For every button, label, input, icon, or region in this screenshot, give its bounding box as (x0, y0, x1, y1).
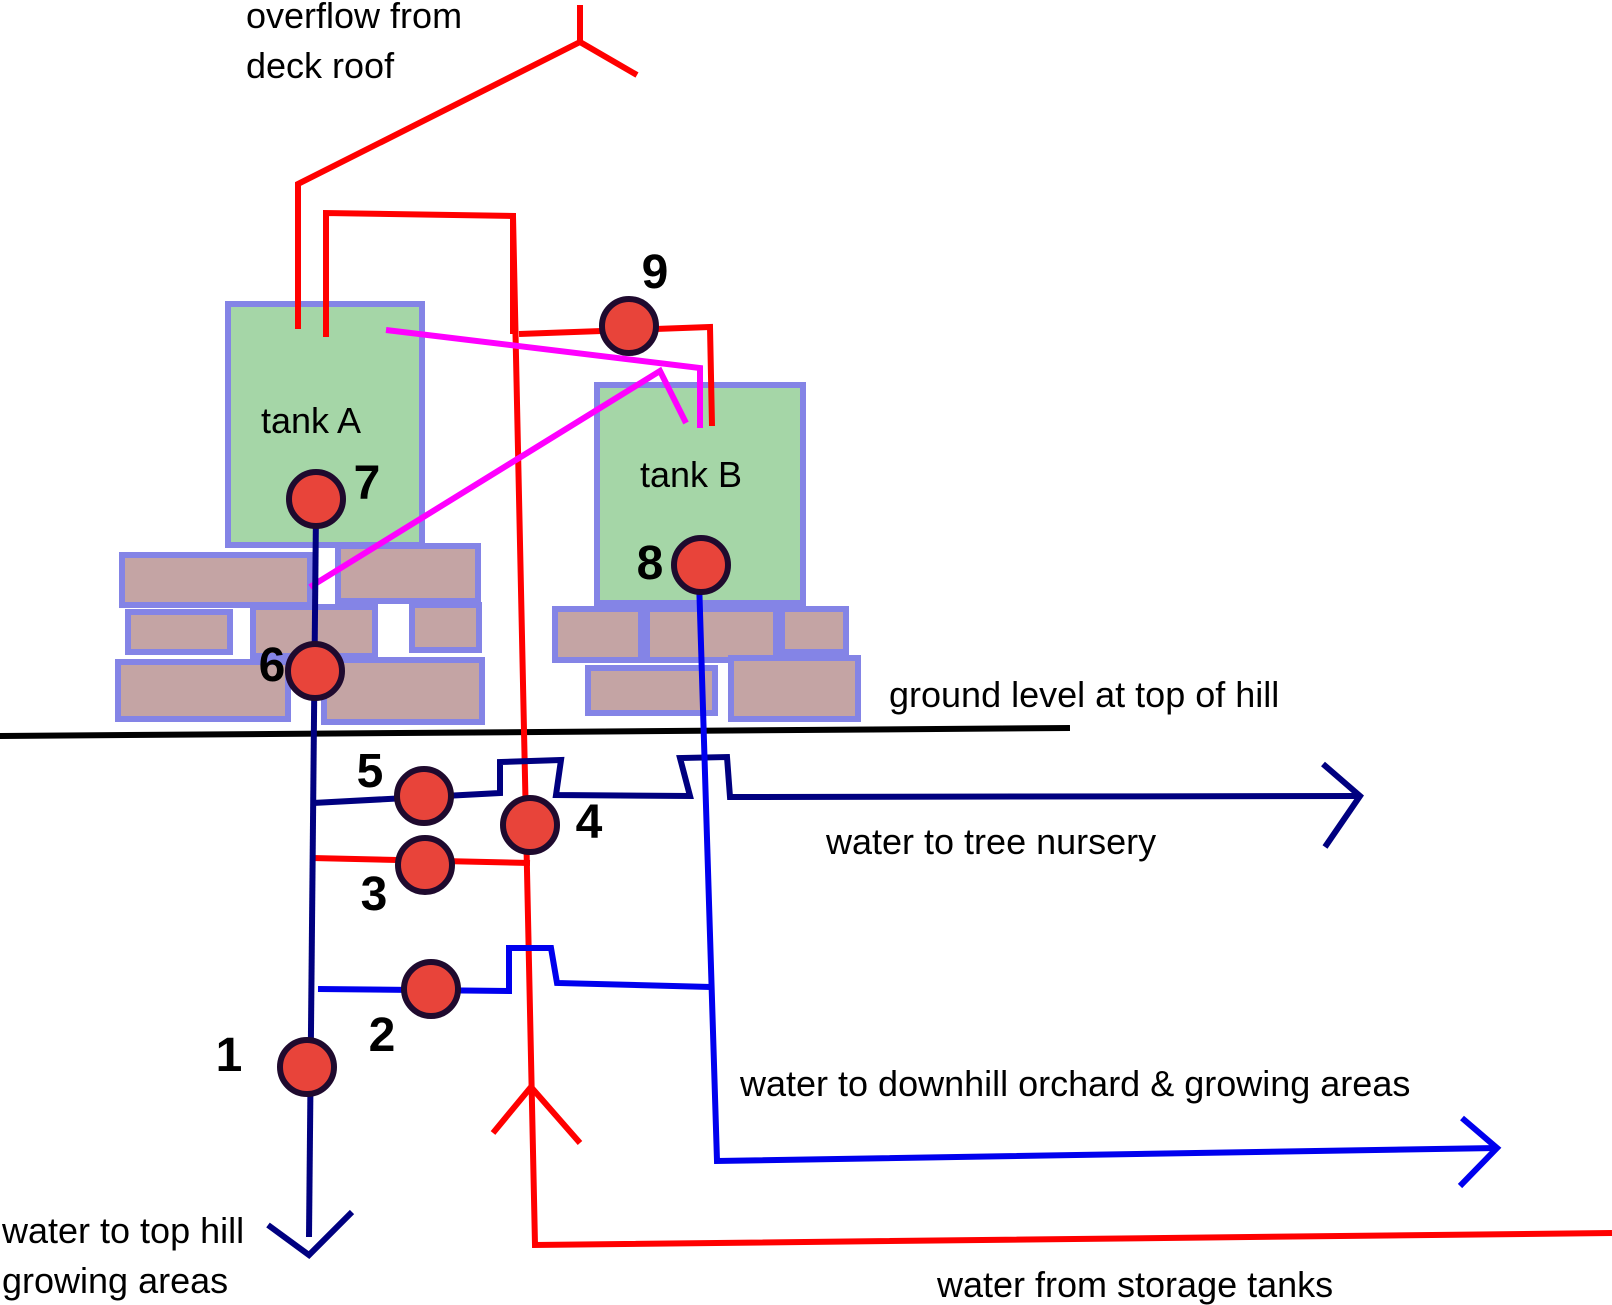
tank-a-label: tank A (261, 400, 361, 441)
valve-4[interactable] (500, 795, 560, 855)
valve-9-number: 9 (642, 246, 669, 299)
valve-1-number: 1 (216, 1029, 243, 1082)
deck-overflow-label-line1: overflow from (246, 0, 462, 36)
top-hill-arrow-head (266, 1209, 355, 1259)
tank-b-inflow-pipe (518, 323, 715, 427)
tank-a-stones (115, 543, 485, 725)
valve-3[interactable] (395, 835, 455, 895)
storage-arrow-head (490, 1082, 583, 1145)
deck-overflow-pipe (295, 39, 582, 329)
stone (728, 655, 861, 722)
deck-downpipe-split (577, 5, 639, 78)
tank-link-lower (308, 366, 689, 590)
downhill-label: water to downhill orchard & growing area… (739, 1063, 1410, 1104)
tank-b-stones (552, 606, 861, 722)
valve-5[interactable] (394, 766, 454, 826)
tree-nursery-arrow-head (1321, 761, 1364, 849)
main-riser-pipe (510, 215, 1612, 1249)
stone (321, 657, 485, 725)
tank-link-upper (385, 327, 703, 428)
valve-7-number: 7 (354, 457, 381, 510)
overflow-pipes (295, 5, 1612, 1249)
top-hill-label-line1: water to top hill (1, 1210, 244, 1251)
stone (552, 606, 644, 663)
stone (409, 602, 482, 653)
stone (585, 665, 718, 716)
valve-2[interactable] (401, 959, 461, 1019)
stone (115, 659, 291, 722)
tree-nursery-pipe (312, 753, 1361, 806)
valve-8[interactable] (671, 535, 731, 595)
tank-a-outlet-pipe (306, 509, 319, 1238)
stone (644, 606, 779, 663)
dark-blue-pipes (266, 509, 1364, 1259)
deck-overflow-label-line2: deck roof (246, 45, 395, 86)
stone (119, 552, 313, 608)
ground-line (0, 725, 1071, 739)
valve-5-number: 5 (357, 745, 384, 798)
valve-2-branch (317, 945, 712, 995)
valve-8-number: 8 (637, 537, 664, 590)
stone (125, 609, 233, 655)
storage-label: water from storage tanks (936, 1264, 1333, 1305)
tank-b-label: tank B (640, 454, 742, 495)
valves (277, 296, 731, 1097)
top-hill-label-line2: growing areas (2, 1260, 228, 1301)
valve-9[interactable] (599, 296, 659, 356)
valve-6[interactable] (285, 641, 345, 701)
valve-6-number: 6 (259, 639, 286, 692)
valve-1[interactable] (277, 1037, 337, 1097)
valve-3-number: 3 (361, 868, 388, 921)
tank-b-outlet-pipe (696, 579, 1498, 1165)
tree-nursery-label: water to tree nursery (825, 821, 1156, 862)
stone (779, 606, 849, 655)
tank-link-pipes (308, 327, 703, 590)
downhill-arrow-head (1457, 1115, 1502, 1189)
valve-2-number: 2 (369, 1009, 396, 1062)
ground-level-label: ground level at top of hill (889, 674, 1279, 715)
valve-7[interactable] (286, 469, 346, 529)
blue-pipes (317, 579, 1502, 1189)
valve-4-number: 4 (576, 796, 603, 849)
